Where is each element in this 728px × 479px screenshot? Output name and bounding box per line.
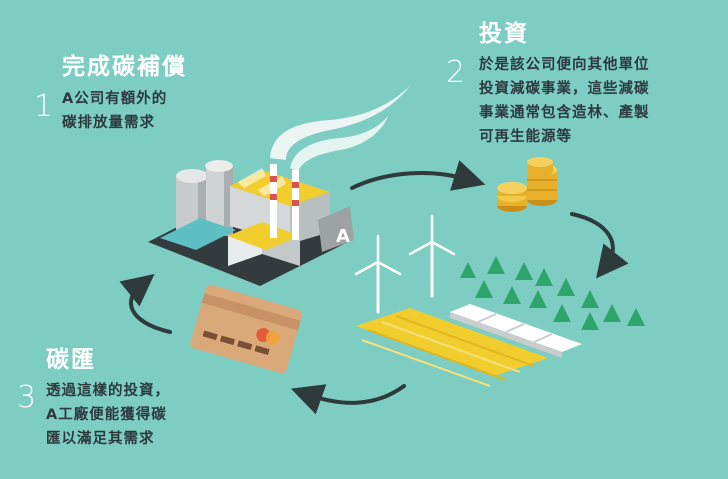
arrow-card-to-factory bbox=[131, 284, 170, 332]
smoke-plume bbox=[270, 86, 410, 172]
arrow-coins-to-forest bbox=[572, 214, 613, 266]
wind-turbine-icon bbox=[356, 216, 454, 312]
coin-stack-icon bbox=[497, 157, 557, 212]
factory-label: A bbox=[336, 226, 350, 247]
crop-field bbox=[356, 308, 548, 386]
factory-a bbox=[148, 160, 354, 286]
arrow-farm-to-card bbox=[306, 386, 404, 403]
arrow-factory-to-coins bbox=[352, 173, 470, 188]
credit-card-icon bbox=[189, 284, 303, 375]
